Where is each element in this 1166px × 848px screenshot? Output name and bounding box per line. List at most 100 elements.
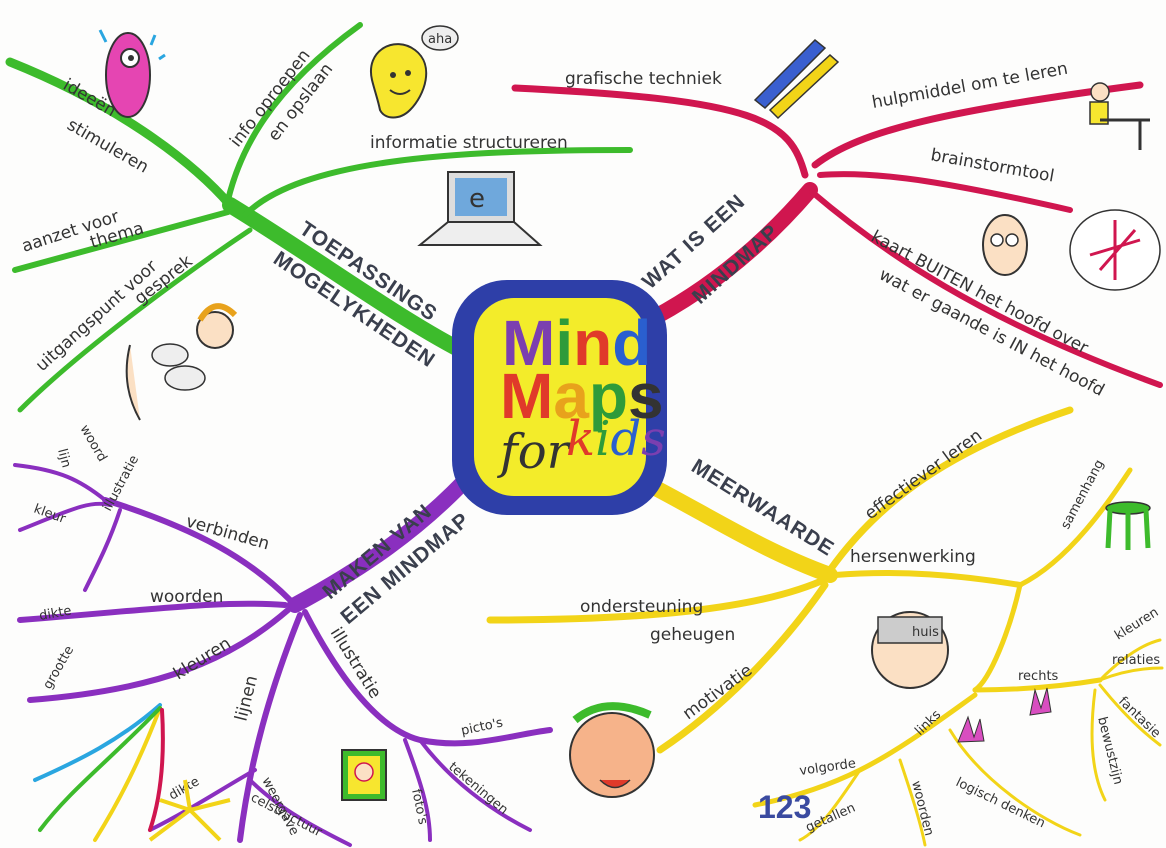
green-branch-structureren <box>242 147 633 218</box>
center-letter: s <box>628 360 664 432</box>
photo-frame-icon <box>341 749 387 801</box>
center-line-maps: Maps <box>500 360 664 432</box>
label-structureren: informatie structureren <box>370 133 568 153</box>
boy-brain-panel <box>877 616 943 644</box>
lightbulb-icon: aha <box>369 25 459 119</box>
label-woorden: woorden <box>150 587 223 607</box>
label-rechts: rechts <box>1018 669 1059 684</box>
yellow-branch-onder <box>972 582 1023 693</box>
label-lijn: lijn <box>54 447 73 469</box>
tongue-face-tongue <box>599 779 631 789</box>
label-lijnen: lijnen <box>231 674 262 724</box>
center-letter: p <box>589 360 628 432</box>
yellow-branch-ondersteuning <box>486 574 832 624</box>
pencil-yellow <box>768 53 840 120</box>
purple-branch-woorden <box>17 600 288 623</box>
label-uitgangspunt: uitgangspunt voor <box>32 256 161 375</box>
digits-123: 123 <box>758 789 811 825</box>
purple-sub-kleur <box>83 508 122 592</box>
center-letter: n <box>573 307 612 379</box>
label-fantasie: fantasie <box>1115 694 1163 741</box>
center-letter: i <box>555 307 573 379</box>
center-kids: kids <box>566 411 666 467</box>
person-at-desk-icon <box>1089 82 1150 150</box>
surprised-face-sweat <box>98 29 166 61</box>
label-logisch: logisch denken <box>953 775 1047 831</box>
sample-line-red <box>148 708 165 832</box>
green-branch-aanzet <box>12 209 231 273</box>
yellow-sub-logisch <box>948 728 1082 837</box>
green-main-trunk <box>222 197 478 363</box>
yellow-sub-getallen <box>798 768 862 842</box>
label-getallen: getallen <box>804 800 858 835</box>
label-samenhang: samenhang <box>1058 457 1107 531</box>
center-letter: s <box>641 411 666 467</box>
yellow-sub-relaties <box>1098 666 1164 682</box>
label-dikte-2: dikte <box>167 774 203 803</box>
yellow-sub-kleuren <box>1098 638 1162 682</box>
talking-boy <box>125 344 141 421</box>
center-letter: M <box>502 307 555 379</box>
tongue-face-head <box>569 712 655 798</box>
label-motivatie: motivatie <box>679 660 756 724</box>
label-kleuren-y: kleuren <box>1112 605 1161 644</box>
purple-sub-woord <box>13 463 107 502</box>
aha-bubble <box>421 25 459 51</box>
lightbulb-bulb <box>369 43 428 119</box>
label-hulpmiddel: hulpmiddel om te leren <box>870 59 1069 113</box>
center-letter: d <box>610 411 641 467</box>
yellow-branch-rechts <box>972 677 1103 693</box>
pencils-icon <box>753 38 840 120</box>
center-for: for <box>497 424 573 480</box>
center-inner-panel <box>474 298 646 496</box>
label-grootte: grootte <box>40 643 77 692</box>
photo-frame-face <box>354 762 374 782</box>
stool-legs <box>1105 509 1151 550</box>
green-branch-uitgangspunt <box>17 227 253 413</box>
stool-icon <box>1105 501 1151 550</box>
label-pictos: picto's <box>460 715 505 739</box>
talking-girl-head <box>196 311 234 349</box>
purple-branch-verbinden <box>102 497 293 603</box>
lightbulb-eye-l <box>390 72 396 78</box>
sample-line-green <box>38 706 162 832</box>
label-grafisch: grafische techniek <box>565 69 722 89</box>
yellow-sub-woorden <box>898 758 927 847</box>
purple-main-trunk <box>287 462 483 613</box>
purple-sub-lijn <box>18 501 112 532</box>
pencil-blue <box>753 38 827 110</box>
talking-girl-hair <box>197 303 238 322</box>
lightbulb-mouth <box>389 89 411 95</box>
huis-text: huis <box>912 625 939 640</box>
face-tongue-icon <box>569 702 655 798</box>
red-branch-hulpmiddel <box>811 81 1144 169</box>
laptop-keyboard <box>417 221 543 246</box>
purple-sub-fotos <box>403 738 432 842</box>
purple-sub-weergave <box>248 778 352 847</box>
tongue-face-hair <box>572 702 652 724</box>
aha-text: aha <box>428 32 452 47</box>
thinking-face-icon <box>982 209 1161 291</box>
laptop-icon: e <box>417 171 543 246</box>
purple-branch-kleuren <box>27 607 291 703</box>
yellow-sub-fantasie <box>1098 683 1162 747</box>
label-woorden-y: woorden <box>908 779 936 837</box>
purple-sub-dikte <box>148 768 257 832</box>
yellow-branch-hersenwerking <box>832 570 1023 588</box>
label-effectiever: effectiever leren <box>861 426 986 524</box>
purple-branch-lijnen <box>237 612 303 843</box>
thought-map <box>1089 220 1141 280</box>
sample-line-blue <box>33 703 162 782</box>
label-brainstorm: brainstormtool <box>929 145 1056 186</box>
label-ondersteuning: ondersteuning <box>580 597 703 617</box>
yellow-sub-bewustzijn <box>1090 688 1107 802</box>
lightbulb-eye-r <box>405 70 411 76</box>
hands-icon <box>957 687 1052 743</box>
neuron-dendrites <box>148 779 231 842</box>
thinking-face-glasses-l <box>990 233 1004 247</box>
branch-maken <box>13 462 553 847</box>
label-verbinden: verbinden <box>184 512 272 555</box>
green-trunk-2 <box>5 57 235 210</box>
